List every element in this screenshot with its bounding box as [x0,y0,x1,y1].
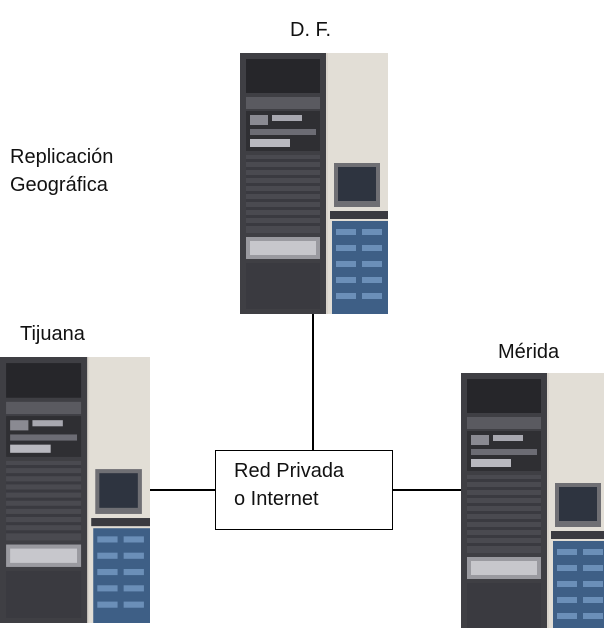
server-photo-tijuana [0,357,150,623]
server-rack-image [0,357,150,623]
diagram-title-line2: Geográfica [10,174,108,196]
server-rack-image [461,373,604,628]
connector-network-to-merida [393,489,461,491]
server-rack-image [240,53,388,314]
network-box: Red Privada o Internet [215,450,393,530]
node-label-df: D. F. [290,19,332,41]
network-label-line2: o Internet [234,488,319,510]
node-label-merida: Mérida [498,341,560,363]
diagram-title-line1: Replicación [10,146,114,168]
node-label-tijuana: Tijuana [20,323,85,345]
server-photo-merida [461,373,604,628]
server-photo-df [240,53,388,314]
network-label-line1: Red Privada [234,460,345,482]
connector-tijuana-to-network [150,489,215,491]
connector-df-to-network [312,314,314,450]
